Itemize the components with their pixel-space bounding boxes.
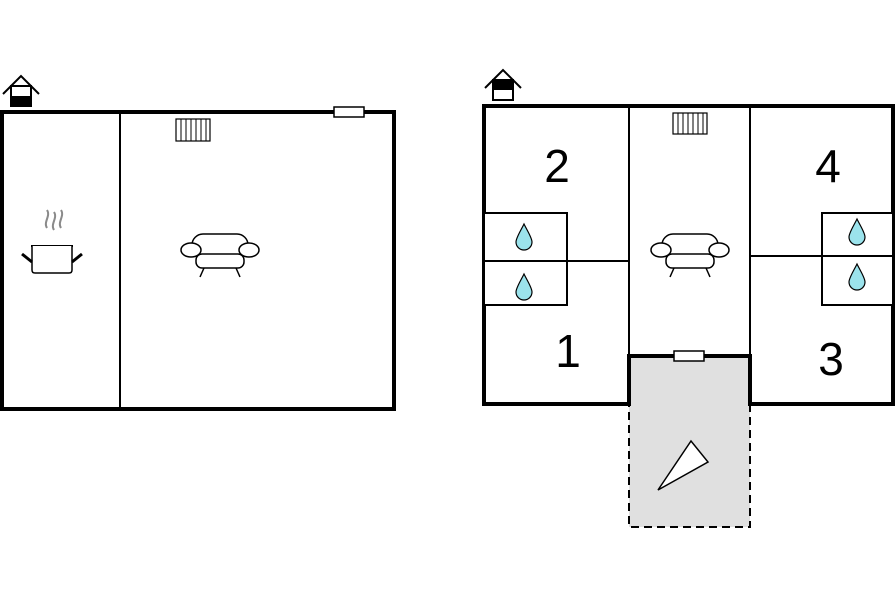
water-drop-icon (515, 222, 533, 251)
window-icon (673, 350, 705, 362)
water-drop-icon (848, 217, 866, 246)
radiator-icon (175, 118, 211, 142)
sun-terrace (628, 355, 751, 528)
sofa-icon (180, 233, 260, 278)
kitchen-pot-icon (21, 209, 83, 274)
room-number-1: 1 (555, 325, 581, 377)
right-floor-plan: 2 1 4 3 (482, 68, 895, 528)
room-number-4: 4 (815, 140, 841, 192)
floor-indicator-icon (484, 68, 522, 101)
window-icon (333, 106, 365, 118)
room-number-2: 2 (544, 140, 570, 192)
sofa-icon (650, 233, 730, 278)
left-outer-wall (0, 110, 396, 411)
room-number-3: 3 (818, 333, 844, 385)
water-drop-icon (848, 262, 866, 291)
radiator-icon (672, 112, 708, 135)
sun-terrace-icon (657, 439, 710, 491)
left-floor-plan (0, 74, 396, 411)
floor-indicator-icon (2, 74, 40, 107)
water-drop-icon (515, 272, 533, 301)
